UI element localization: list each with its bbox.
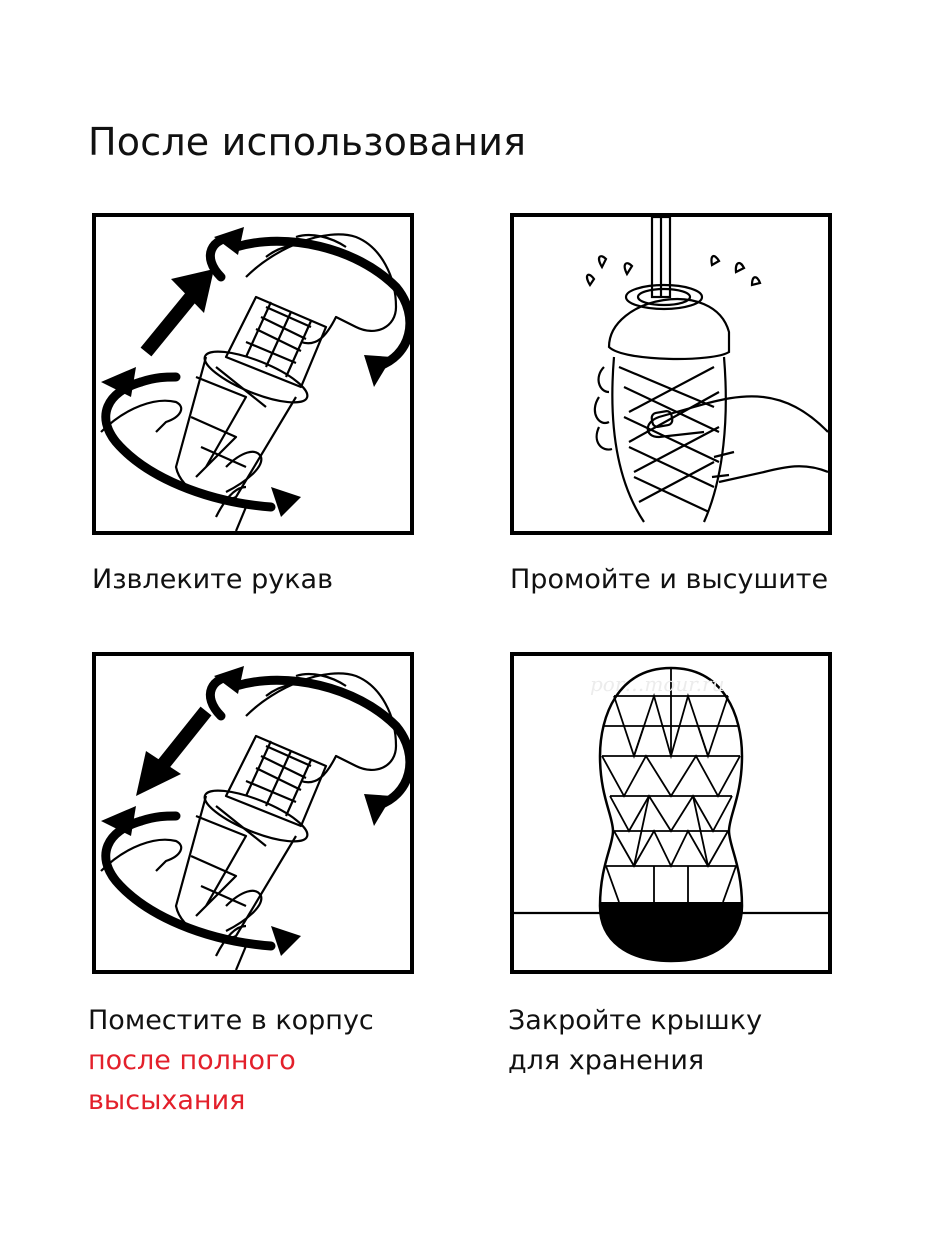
remove-sleeve-drawing (100, 227, 410, 531)
wash-and-dry-drawing (585, 217, 828, 523)
step-4-caption-line-2: для хранения (508, 1045, 705, 1076)
page-title: После использования (88, 120, 527, 164)
step-3-caption-line-1: Поместите в корпус (88, 1005, 374, 1036)
watermark: por…mour.ru (590, 672, 725, 696)
close-cap-drawing (514, 666, 828, 963)
step-3-caption: Поместите в корпус после полного высыхан… (88, 1001, 374, 1121)
illustration-remove-sleeve (92, 213, 414, 535)
step-1-caption-line: Извлеките рукав (92, 564, 333, 595)
step-2-caption: Промойте и высушите (510, 560, 828, 600)
step-4-caption: Закройте крышку для хранения (508, 1001, 762, 1081)
illustration-close-cap (510, 652, 832, 974)
illustration-insert-into-case (92, 652, 414, 974)
step-2-caption-line: Промойте и высушите (510, 564, 829, 595)
insert-into-case-drawing (100, 666, 410, 970)
step-3-caption-accent-line-2: высыхания (88, 1085, 246, 1116)
step-3-caption-accent-line-1: после полного (88, 1045, 296, 1076)
step-1-caption: Извлеките рукав (92, 560, 333, 600)
step-4-caption-line-1: Закройте крышку (508, 1005, 763, 1036)
illustration-wash-and-dry (510, 213, 832, 535)
